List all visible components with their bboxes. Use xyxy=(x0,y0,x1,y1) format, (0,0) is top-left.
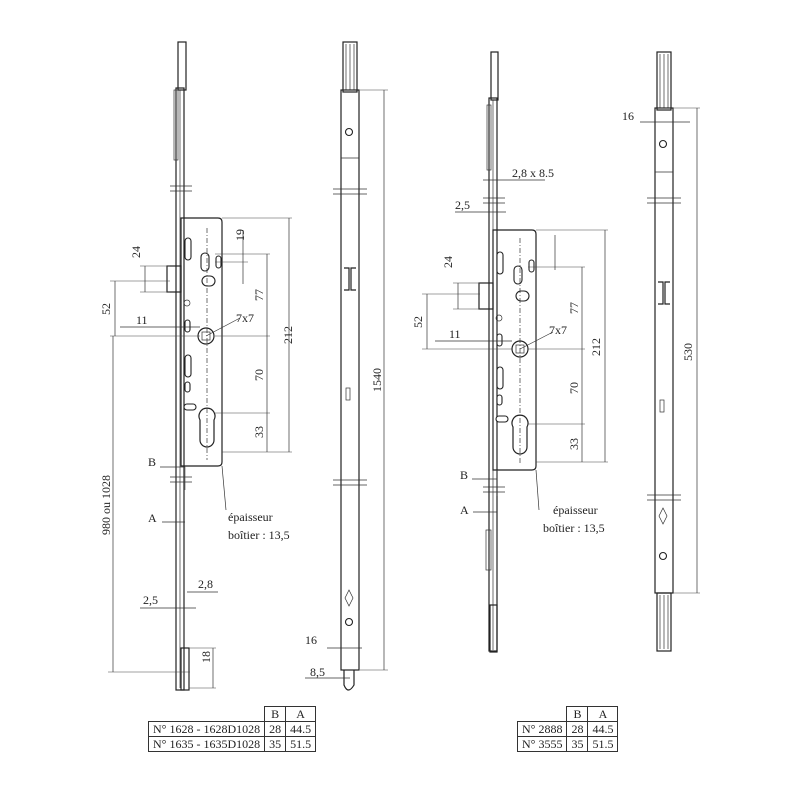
b-cell: 28 xyxy=(264,721,287,737)
right-lock-front-view xyxy=(478,51,537,653)
model-cell: N° 3555 xyxy=(516,736,568,752)
left-spec-table: B A N° 1628 - 1628D1028 28 44.5 N° 1635 … xyxy=(147,706,317,752)
dim-8-5: 8,5 xyxy=(310,665,325,679)
thickness-label-1: épaisseur xyxy=(553,503,598,517)
dim-16: 16 xyxy=(305,633,317,647)
dim-7x7: 7x7 xyxy=(236,311,254,325)
dim-a: A xyxy=(460,503,469,517)
dim-33: 33 xyxy=(252,426,266,438)
dim-b: B xyxy=(460,468,468,482)
dim-77: 77 xyxy=(252,289,266,301)
model-cell: N° 1635 - 1635D1028 xyxy=(147,736,266,752)
left-lock-front-view xyxy=(166,41,223,691)
dim-7x7: 7x7 xyxy=(549,323,567,337)
dim-980: 980 ou 1028 xyxy=(99,475,113,535)
left-rod-side-view xyxy=(333,41,367,691)
dim-11: 11 xyxy=(136,313,148,327)
header-b: B xyxy=(566,706,589,722)
b-cell: 28 xyxy=(566,721,589,737)
dim-24: 24 xyxy=(129,246,143,258)
dim-2-5: 2,5 xyxy=(455,198,470,212)
dim-1540: 1540 xyxy=(370,368,384,392)
b-cell: 35 xyxy=(566,736,589,752)
left-dimension-labels: 24 19 52 77 11 7x7 212 70 33 B A épaisse… xyxy=(99,229,384,679)
dim-2-8: 2,8 xyxy=(198,577,213,591)
right-rod-side-view xyxy=(647,51,681,652)
left-rod-dimensions xyxy=(305,89,388,679)
dim-18: 18 xyxy=(199,651,213,663)
dim-a: A xyxy=(148,511,157,525)
left-front-dimensions xyxy=(108,217,292,689)
a-cell: 44.5 xyxy=(587,721,619,737)
dim-530: 530 xyxy=(681,343,695,361)
thickness-label-2: boîtier : 13,5 xyxy=(228,528,290,542)
thickness-label-2: boîtier : 13,5 xyxy=(543,521,605,535)
table-header-row: B A xyxy=(518,706,619,722)
table-row: N° 1635 - 1635D1028 35 51.5 xyxy=(147,736,317,752)
dim-b: B xyxy=(148,455,156,469)
model-cell: N° 1628 - 1628D1028 xyxy=(147,721,266,737)
a-cell: 51.5 xyxy=(587,736,619,752)
dim-212: 212 xyxy=(589,338,603,356)
dim-2-5: 2,5 xyxy=(143,593,158,607)
table-row: N° 2888 28 44.5 xyxy=(516,721,619,737)
dim-212: 212 xyxy=(281,326,295,344)
dim-19: 19 xyxy=(233,229,247,241)
model-cell: N° 2888 xyxy=(516,721,568,737)
a-cell: 51.5 xyxy=(285,736,317,752)
dim-24: 24 xyxy=(441,256,455,268)
dim-33: 33 xyxy=(567,438,581,450)
dim-11: 11 xyxy=(449,327,461,341)
right-rod-dimensions xyxy=(640,107,700,594)
header-a: A xyxy=(285,706,317,722)
dim-77: 77 xyxy=(567,302,581,314)
dim-16: 16 xyxy=(622,109,634,123)
dim-70: 70 xyxy=(252,369,266,381)
thickness-label-1: épaisseur xyxy=(228,510,273,524)
header-b: B xyxy=(264,706,287,722)
dim-70: 70 xyxy=(567,382,581,394)
right-front-dimensions xyxy=(422,179,608,513)
right-spec-table: B A N° 2888 28 44.5 N° 3555 35 51.5 xyxy=(516,706,619,752)
b-cell: 35 xyxy=(264,736,287,752)
table-row: N° 3555 35 51.5 xyxy=(516,736,619,752)
right-dimension-labels: 2,8 x 8.5 2,5 24 52 77 11 7x7 212 70 33 … xyxy=(411,109,695,535)
header-a: A xyxy=(587,706,619,722)
dim-52: 52 xyxy=(99,303,113,315)
dim-52: 52 xyxy=(411,316,425,328)
dim-2-8x8-5: 2,8 x 8.5 xyxy=(512,166,554,180)
a-cell: 44.5 xyxy=(285,721,317,737)
table-header-row: B A xyxy=(149,706,317,722)
table-row: N° 1628 - 1628D1028 28 44.5 xyxy=(147,721,317,737)
